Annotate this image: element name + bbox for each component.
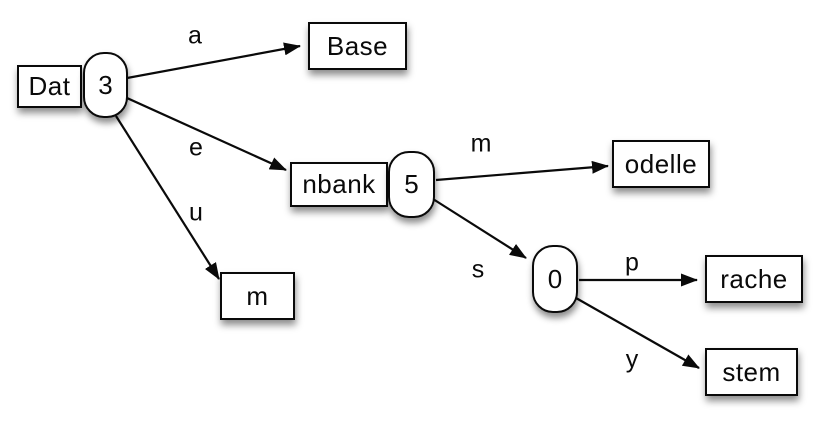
counter-node-3-value: 3 <box>98 69 113 100</box>
edge-nbank-n0-line <box>432 198 527 259</box>
node-base: Base <box>308 22 407 70</box>
node-rache-label: rache <box>720 263 788 294</box>
node-m-label: m <box>246 280 269 311</box>
node-stem-label: stem <box>722 356 781 387</box>
node-odelle: odelle <box>612 140 710 188</box>
edge-label-m: m <box>470 129 492 158</box>
node-nbank-label: nbank <box>302 169 376 199</box>
edge-label-a: a <box>188 21 202 50</box>
counter-node-3: 3 <box>83 52 128 118</box>
counter-node-0: 0 <box>532 245 578 313</box>
edge-label-p: p <box>625 248 639 277</box>
edge-dat-nbank-line <box>126 96 287 172</box>
counter-node-0-value: 0 <box>547 263 563 294</box>
node-odelle-label: odelle <box>624 148 698 179</box>
node-m: m <box>220 272 295 320</box>
counter-node-5-value: 5 <box>404 169 419 199</box>
node-base-label: Base <box>326 30 389 61</box>
node-rache: rache <box>705 255 803 303</box>
edge-label-y: y <box>625 345 639 374</box>
node-dat: Dat <box>17 65 82 108</box>
edge-label-e: e <box>189 133 203 162</box>
edge-dat-m-line <box>115 115 220 280</box>
edge-nbank-odelle-line <box>435 160 609 182</box>
edge-dat-base-line <box>126 42 301 80</box>
node-dat-label: Dat <box>28 71 71 101</box>
node-stem: stem <box>705 348 798 396</box>
edge-label-s: s <box>471 255 485 284</box>
edge-label-u: u <box>189 198 203 227</box>
edge-n0-stem-line <box>575 297 700 369</box>
counter-node-5: 5 <box>388 151 435 218</box>
node-nbank: nbank <box>290 162 388 207</box>
